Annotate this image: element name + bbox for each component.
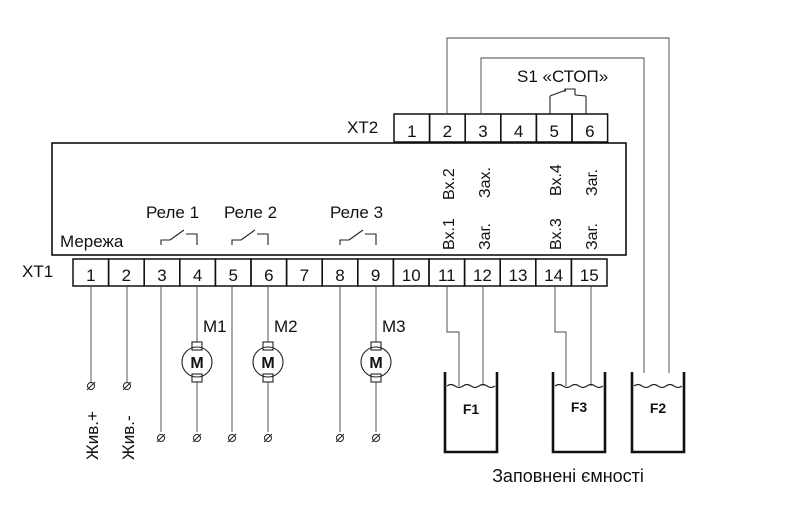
input-4-label: Вх.4 bbox=[548, 164, 565, 196]
xt1-terminal-8-number: 8 bbox=[335, 266, 344, 285]
relay-1-label: Реле 1 bbox=[146, 203, 199, 222]
wire-xt2-3-to-f2 bbox=[480, 57, 645, 373]
xt2-terminal-2-number: 2 bbox=[443, 122, 452, 141]
xt2-terminal-6-number: 6 bbox=[585, 122, 594, 141]
tank-f2: F2 bbox=[630, 372, 686, 454]
wire-term-11-to-f1 bbox=[446, 286, 460, 386]
network-label: Мережа bbox=[60, 232, 124, 251]
xt2-terminal-3-number: 3 bbox=[478, 122, 487, 141]
relay-2-contact bbox=[231, 229, 269, 245]
xt2-cell-6 bbox=[571, 113, 609, 143]
motor-m1-label: M1 bbox=[203, 317, 227, 336]
motor-m2-symbol: M bbox=[261, 355, 274, 372]
tanks-caption: Заповнені ємності bbox=[492, 466, 644, 486]
xt1-terminal-4-number: 4 bbox=[193, 266, 202, 285]
xt1-terminal-13-number: 13 bbox=[509, 266, 528, 285]
motor-m2-label: M2 bbox=[274, 317, 298, 336]
wire-term-14-to-f3 bbox=[554, 286, 567, 386]
tank-f1-label: F1 bbox=[463, 401, 480, 417]
motor-m3: M3 M bbox=[360, 317, 406, 383]
stop-switch-symbol bbox=[549, 88, 587, 114]
loose-terminals bbox=[86, 381, 381, 443]
motor-m1: M1 M bbox=[181, 317, 227, 383]
terminal-point-slash-1 bbox=[86, 381, 96, 391]
relay-3-label: Реле 3 bbox=[330, 203, 383, 222]
input-1-label: Вх.1 bbox=[441, 218, 458, 250]
controller-body bbox=[51, 142, 627, 256]
xt1-terminal-5-number: 5 bbox=[228, 266, 237, 285]
terminal-point-slash-8 bbox=[371, 433, 381, 443]
xt1-terminal-9-number: 9 bbox=[371, 266, 380, 285]
terminal-point-slash-7 bbox=[335, 433, 345, 443]
motor-m1-symbol: M bbox=[190, 355, 203, 372]
motor-m3-symbol: M bbox=[369, 355, 382, 372]
xt1-terminal-11-number: 11 bbox=[438, 266, 456, 285]
xt1-terminal-3-number: 3 bbox=[157, 266, 166, 285]
tank-f1: F1 bbox=[443, 372, 499, 454]
tank-f3: F3 bbox=[551, 372, 607, 454]
terminal-point-slash-5 bbox=[227, 433, 237, 443]
power-minus-label: Жив.- bbox=[119, 415, 138, 460]
xt1-terminal-6-number: 6 bbox=[264, 266, 273, 285]
terminal-point-slash-3 bbox=[156, 433, 166, 443]
motor-m2: M2 M bbox=[252, 317, 298, 383]
motor-m1-circle bbox=[181, 346, 213, 378]
wire-xt2-2-to-f2 bbox=[446, 37, 670, 373]
power-plus-label: Жив.+ bbox=[83, 411, 102, 460]
terminal-point-slash-4 bbox=[192, 433, 202, 443]
motor-m2-circle bbox=[252, 346, 284, 378]
xt2-terminal-1-number: 1 bbox=[407, 122, 416, 141]
common-15-label: Заг. bbox=[584, 223, 601, 250]
xt1-terminal-2-number: 2 bbox=[122, 266, 131, 285]
xt2-terminal-4-number: 4 bbox=[514, 122, 523, 141]
motor-m3-circle bbox=[360, 346, 392, 378]
common-12-label: Заг. bbox=[477, 223, 494, 250]
common-xt2-6-label: Заг. bbox=[584, 169, 601, 196]
relay-3-contact bbox=[339, 229, 377, 245]
relay-2-label: Реле 2 bbox=[224, 203, 277, 222]
motor-m3-label: M3 bbox=[382, 317, 406, 336]
stop-switch-label: S1 «СТОП» bbox=[517, 67, 608, 86]
tank-f3-label: F3 bbox=[571, 399, 588, 415]
input-3-label: Вх.3 bbox=[548, 218, 565, 250]
tank-f2-label: F2 bbox=[650, 400, 667, 416]
xt1-terminal-12-number: 12 bbox=[473, 266, 492, 285]
xt1-terminal-10-number: 10 bbox=[402, 266, 421, 285]
xt1-cell-15 bbox=[570, 258, 608, 287]
close-label: Зах. bbox=[477, 167, 494, 198]
xt1-terminal-7-number: 7 bbox=[300, 266, 309, 285]
relay-1-contact bbox=[160, 229, 198, 245]
terminal-point-slash-6 bbox=[263, 433, 273, 443]
xt2-terminal-5-number: 5 bbox=[549, 122, 558, 141]
terminal-point-slash-2 bbox=[122, 381, 132, 391]
xt2-label: XT2 bbox=[347, 118, 378, 137]
input-2-label: Вх.2 bbox=[441, 168, 458, 200]
xt2-terminal-block: 1 2 3 4 5 6 bbox=[393, 113, 609, 143]
xt1-terminal-1-number: 1 bbox=[86, 266, 95, 285]
xt1-label: XT1 bbox=[22, 262, 53, 281]
xt1-terminal-15-number: 15 bbox=[580, 266, 599, 285]
xt1-terminal-14-number: 14 bbox=[544, 266, 563, 285]
